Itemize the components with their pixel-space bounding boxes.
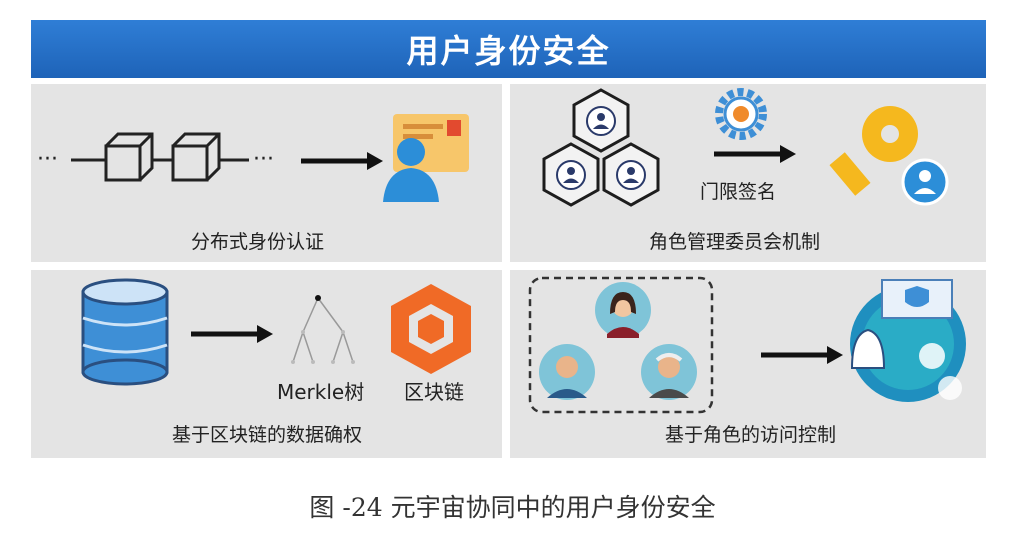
panel-committee: 门限签名 角色管理委员会机制: [510, 84, 986, 262]
svg-text:···: ···: [37, 147, 58, 172]
svg-text:···: ···: [253, 147, 274, 172]
committee-hexagons-icon: [542, 88, 660, 207]
access-control-icon: [850, 279, 966, 402]
arrow-icon: [301, 152, 383, 170]
caption-data-rights: 基于区块链的数据确权: [172, 424, 363, 446]
figure-caption: 图 -24 元宇宙协同中的用户身份安全: [309, 493, 716, 522]
roles-group-icon: [528, 276, 714, 414]
arrow-icon: [191, 325, 273, 343]
title-banner: 用户身份安全: [31, 20, 986, 78]
arrow-icon: [714, 145, 796, 163]
panel-access-control: 基于角色的访问控制: [510, 270, 986, 458]
blockchain-cube-icon: [391, 284, 471, 374]
threshold-signature-label: 门限签名: [700, 181, 777, 203]
id-card-icon: [383, 114, 469, 202]
caption-distributed-auth: 分布式身份认证: [191, 231, 325, 253]
merkle-tree-icon: [291, 295, 355, 364]
merkle-tree-label: Merkle树: [277, 380, 365, 404]
panel-data-rights: Merkle树 区块链 基于区块链的数据确权: [31, 270, 502, 458]
blockchain-chain-icon: ··· ···: [37, 132, 274, 182]
caption-access-control: 基于角色的访问控制: [665, 424, 837, 446]
panel-distributed-auth: ··· ··· 分布式身份认证: [31, 84, 502, 262]
diagram-title: 用户身份安全: [406, 32, 611, 70]
gear-icon: [715, 88, 767, 140]
key-icon: [829, 106, 949, 206]
database-icon: [81, 278, 169, 386]
blockchain-label: 区块链: [404, 380, 464, 404]
arrow-icon: [761, 346, 843, 364]
caption-committee: 角色管理委员会机制: [649, 231, 821, 253]
